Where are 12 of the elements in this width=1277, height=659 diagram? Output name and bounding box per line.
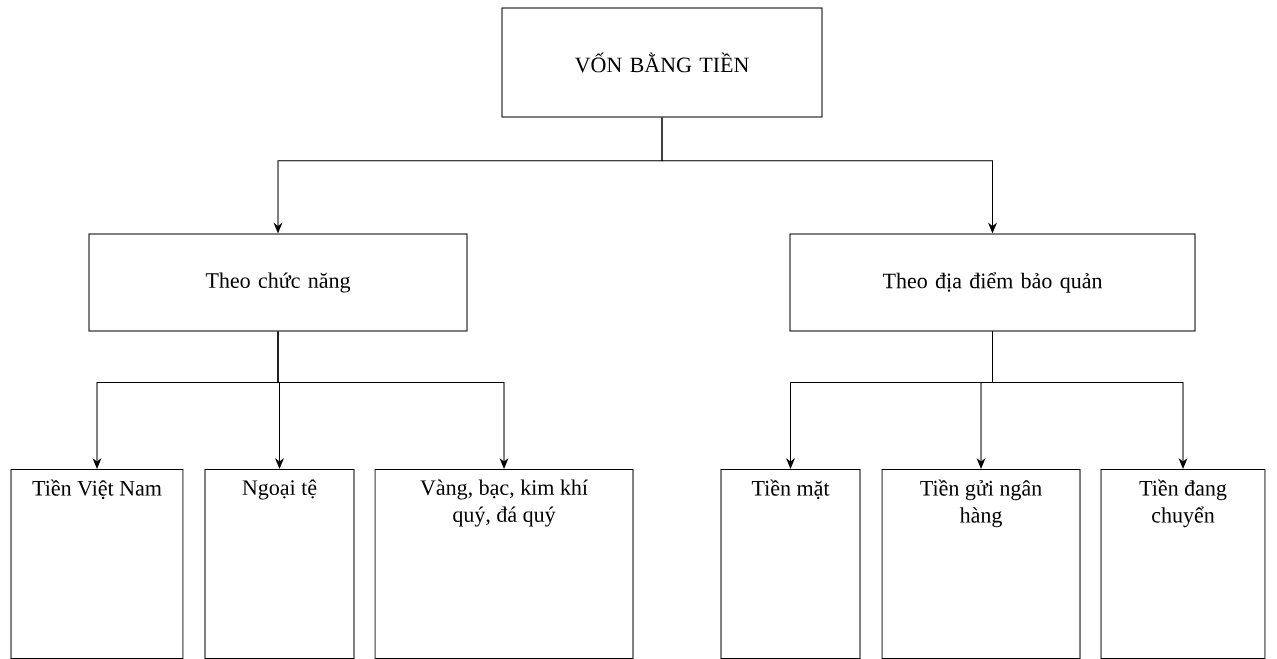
item-box: Tiền đang chuyển	[1100, 469, 1266, 659]
arrow	[277, 331, 508, 469]
category-box: Theo chức năng	[88, 233, 468, 332]
title-box: VỐN BẰNG TIỀN	[501, 7, 823, 118]
item-box: Ngoại tệ	[204, 469, 355, 659]
item-box: Tiền Việt Nam	[10, 469, 184, 659]
item-box: Vàng, bạc, kim khí quý, đá quý	[374, 469, 634, 659]
item-box: Tiền mặt	[720, 469, 861, 659]
arrow	[992, 331, 1187, 469]
arrow	[661, 117, 997, 233]
item-box: Tiền gửi ngân hàng	[881, 469, 1081, 659]
category-box: Theo địa điểm bảo quản	[789, 233, 1196, 332]
